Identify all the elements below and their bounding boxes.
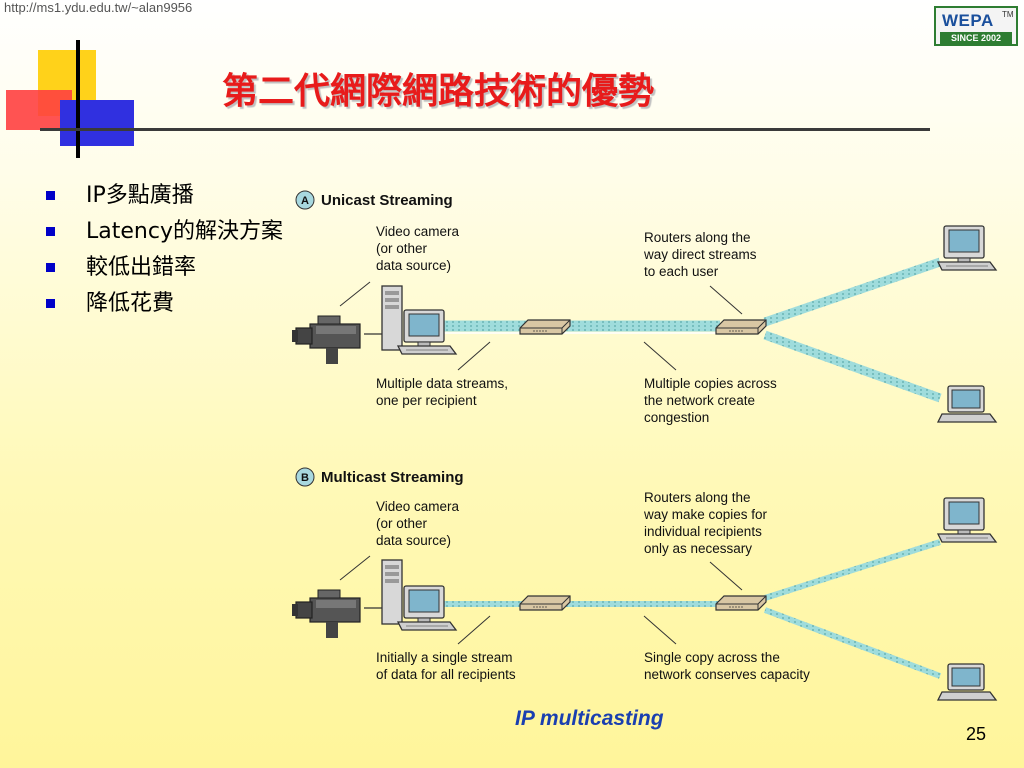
video-camera-icon [291, 315, 361, 365]
router-icon [519, 319, 571, 335]
bullet-item: 降低花費 [46, 288, 283, 324]
slide-title: 第二代網際網路技術的優勢 [222, 70, 655, 112]
pointer-line [709, 285, 743, 315]
unicast-copies-label: Multiple copies across the network creat… [644, 376, 781, 425]
pointer-line [643, 341, 677, 371]
bullet-text: Latency的解決方案 [86, 219, 283, 244]
multicast-streams-label: Initially a single stream of data for al… [376, 650, 516, 682]
router-icon [519, 595, 571, 611]
multicast-copies-label: Single copy across the network conserves… [644, 650, 810, 682]
recipient-computer-icon [937, 225, 997, 271]
url-text: http://ms1.ydu.edu.tw/~alan9956 [4, 0, 193, 15]
recipient-laptop-icon [937, 663, 997, 701]
multicast-badge [295, 467, 315, 487]
multicast-stream-up [764, 539, 941, 601]
bullet-marker [46, 299, 55, 308]
pointer-line [643, 615, 677, 645]
router-icon [715, 319, 767, 335]
bullet-item: IP多點廣播 [46, 180, 283, 216]
source-computer-icon [397, 585, 457, 631]
unicast-router-label: Routers along the way direct streams to … [643, 230, 760, 279]
multicast-heading: Multicast Streaming [321, 469, 464, 486]
deco-vertical-line [76, 40, 80, 158]
video-camera-icon [291, 589, 361, 639]
bullet-text: IP多點廣播 [86, 183, 194, 208]
multicast-stream-down [763, 607, 942, 679]
bullet-text: 較低出錯率 [86, 255, 197, 280]
unicast-heading: Unicast Streaming [321, 192, 453, 209]
wepa-logo: WEPA TM SINCE 2002 [934, 6, 1018, 46]
unicast-badge-text: A [301, 195, 309, 207]
pointer-line [339, 281, 371, 307]
logo-since: SINCE 2002 [940, 32, 1012, 44]
logo-trademark: TM [1002, 10, 1014, 19]
multicast-section: B Multicast Streaming Video camera (or o… [291, 467, 997, 701]
unicast-stream-up [763, 257, 942, 327]
multicast-router-label: Routers along the way make copies for in… [643, 490, 771, 556]
diagram-caption: IP multicasting [515, 707, 664, 730]
source-computer-icon [397, 309, 457, 355]
title-rule [40, 128, 930, 131]
recipient-computer-icon [937, 497, 997, 543]
bullet-text: 降低花費 [86, 291, 175, 316]
unicast-stream-down [763, 330, 942, 403]
pointer-line [339, 555, 371, 581]
bullet-item: Latency的解決方案 [46, 216, 283, 252]
unicast-source-label: Video camera (or other data source) [376, 224, 463, 273]
unicast-section: A Unicast Streaming Video camera (or oth… [291, 190, 997, 425]
server-tower-icon [381, 559, 403, 625]
pointer-line [709, 561, 743, 591]
unicast-badge [295, 190, 315, 210]
bullet-marker [46, 227, 55, 236]
server-tower-icon [381, 285, 403, 351]
router-icon [715, 595, 767, 611]
pointer-line [457, 341, 491, 371]
deco-blue-square [60, 100, 134, 146]
page-number: 25 [966, 724, 987, 744]
logo-name: WEPA [942, 11, 994, 30]
multicast-badge-text: B [301, 472, 309, 484]
pointer-line [457, 615, 491, 645]
bullet-marker [46, 263, 55, 272]
bullet-item: 較低出錯率 [46, 252, 283, 288]
bullet-marker [46, 191, 55, 200]
multicast-source-label: Video camera (or other data source) [376, 499, 463, 548]
unicast-streams-label: Multiple data streams, one per recipient [376, 376, 512, 408]
recipient-laptop-icon [937, 385, 997, 423]
bullet-list: IP多點廣播 Latency的解決方案 較低出錯率 降低花費 [46, 180, 283, 324]
